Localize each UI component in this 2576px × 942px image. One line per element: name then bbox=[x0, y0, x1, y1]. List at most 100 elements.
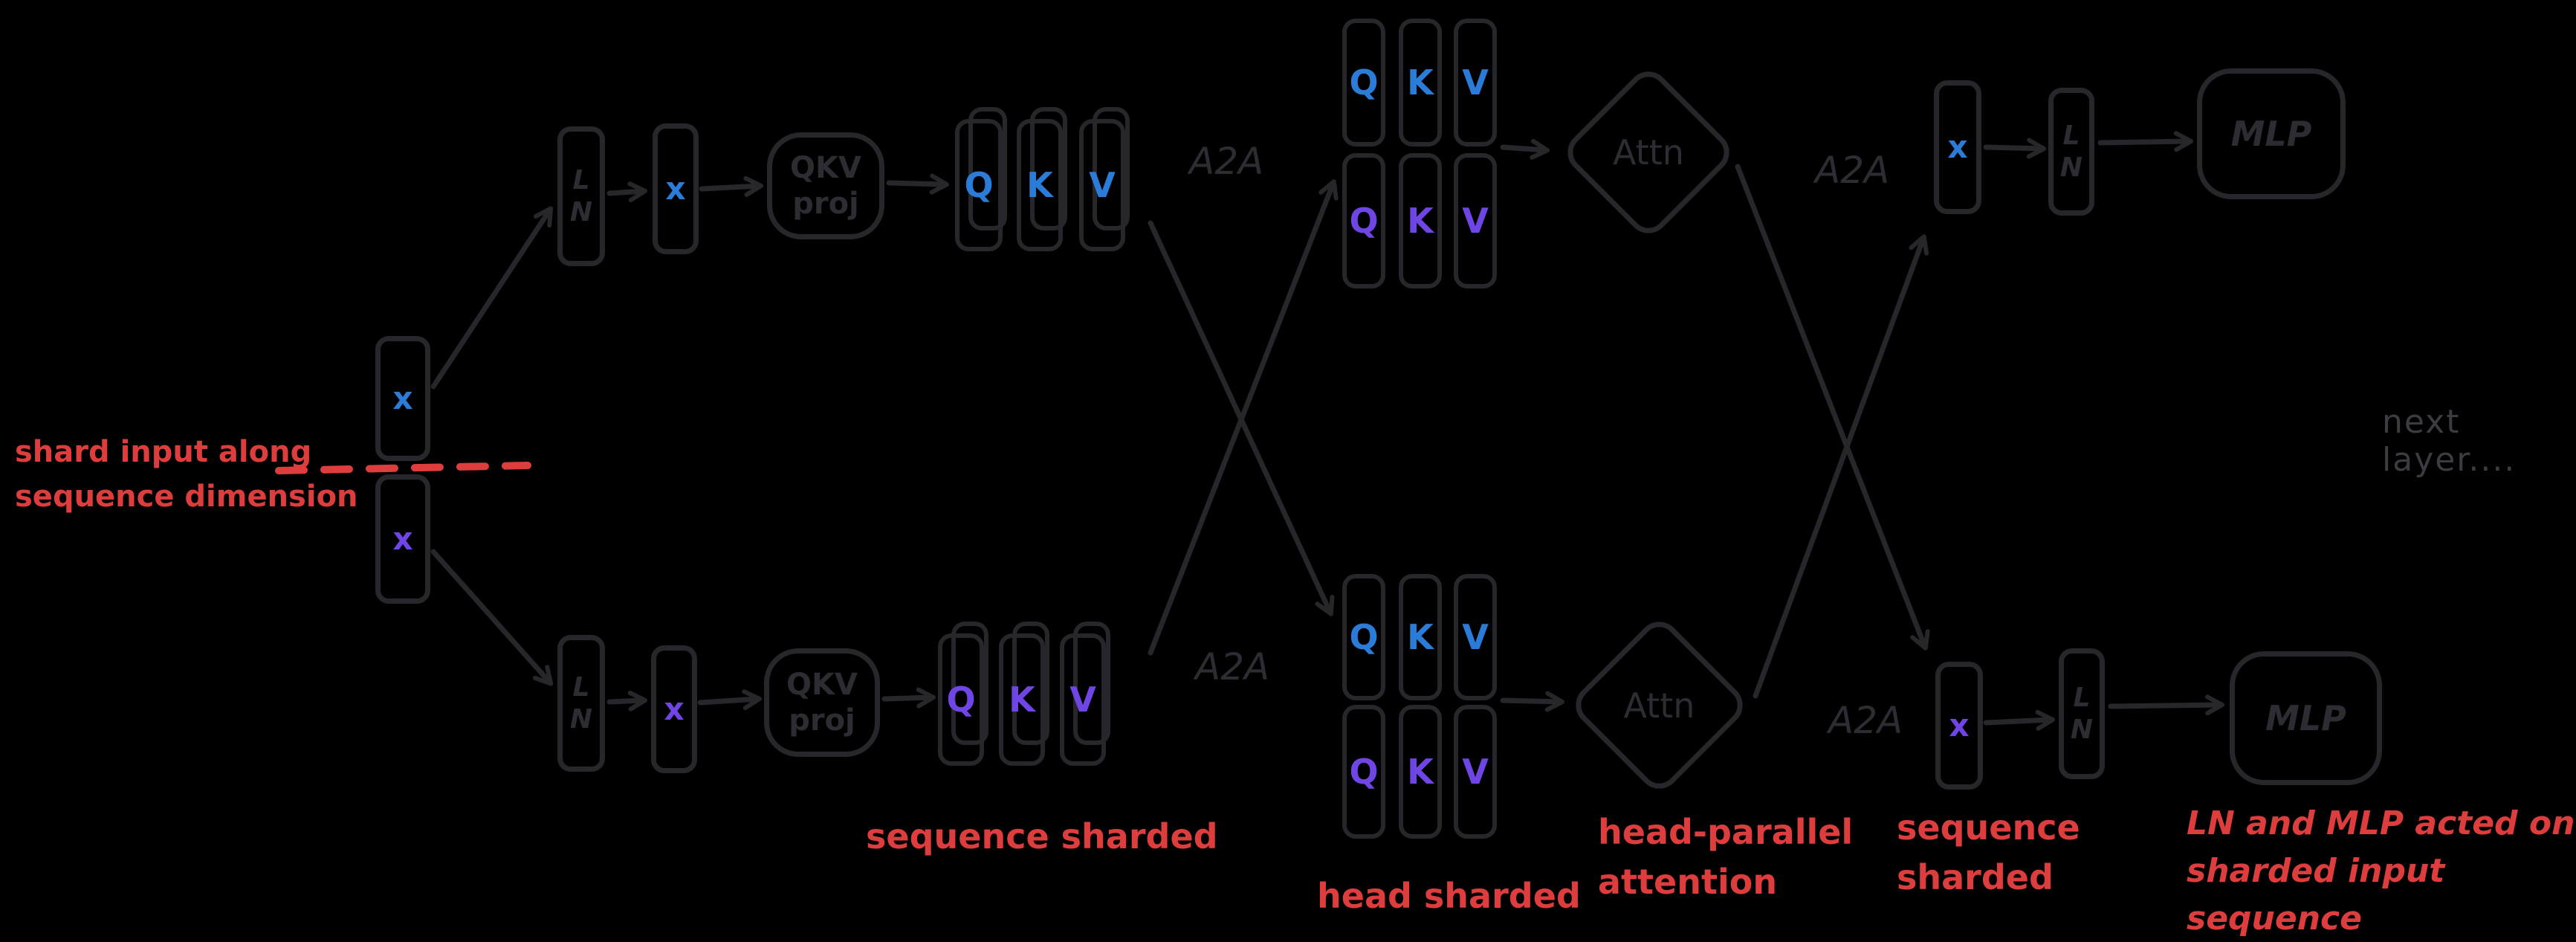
k-label: K bbox=[1407, 617, 1434, 657]
k-label: K bbox=[1026, 165, 1053, 205]
arrow-ln-to-mlp-top bbox=[2097, 131, 2193, 152]
x-box-right-bottom: x bbox=[1935, 662, 1983, 790]
head-sharded-label: head sharded bbox=[1317, 871, 1581, 921]
k-label: K bbox=[1009, 680, 1035, 720]
mlp-label: MLP bbox=[2230, 114, 2312, 154]
seq-shard-k-bottom: K bbox=[999, 622, 1049, 766]
ln-line1: L bbox=[2073, 682, 2091, 713]
sequence-sharded-right-line2: sharded bbox=[1897, 856, 2054, 897]
q-label: Q bbox=[1349, 201, 1379, 241]
qkv-proj-line2: proj bbox=[792, 187, 859, 221]
head-parallel-line1: head-parallel bbox=[1598, 812, 1854, 852]
head-shard-v-blue-top: V bbox=[1454, 19, 1497, 146]
x-box-right-top: x bbox=[1934, 80, 1981, 214]
x-label: x bbox=[1949, 707, 1970, 743]
v-label: V bbox=[1462, 62, 1489, 103]
ln-line2: N bbox=[2070, 714, 2094, 745]
arrow-ln-to-x-top bbox=[606, 181, 647, 203]
head-shard-k-purple-bottom: K bbox=[1399, 705, 1442, 839]
qkv-proj-box-bottom: QKV proj bbox=[764, 648, 880, 757]
ln-line2: N bbox=[569, 197, 593, 228]
q-label: Q bbox=[946, 680, 976, 720]
x-label: x bbox=[392, 380, 413, 416]
shard-input-line2: sequence dimension bbox=[15, 480, 358, 514]
arrow-qkvproj-to-stack-bottom bbox=[881, 687, 936, 709]
next-layer-label: next layer.... bbox=[2382, 403, 2517, 479]
head-shard-q-blue-top: Q bbox=[1342, 19, 1385, 146]
head-shard-v-purple-bottom: V bbox=[1454, 705, 1497, 839]
ln-line2: N bbox=[569, 704, 593, 735]
v-label: V bbox=[1462, 201, 1489, 241]
x-label: x bbox=[392, 520, 413, 557]
arrow-group-to-attn-top bbox=[1500, 138, 1550, 160]
x-label: x bbox=[664, 691, 685, 727]
x-label: x bbox=[1947, 129, 1968, 165]
input-shard-top: x bbox=[375, 336, 430, 461]
head-shard-k-blue-bottom: K bbox=[1399, 574, 1442, 700]
head-shard-q-blue-bottom: Q bbox=[1342, 574, 1385, 700]
ln-mlp-note-line1: LN and MLP acted on bbox=[2187, 804, 2575, 842]
mlp-label: MLP bbox=[2265, 698, 2346, 738]
head-parallel-attention-label: head-parallel attention bbox=[1598, 807, 1853, 906]
k-label: K bbox=[1407, 201, 1434, 241]
ln-line1: L bbox=[572, 164, 590, 196]
arrow-a2a-attn-bottom-to-x-top bbox=[1753, 234, 1929, 699]
a2a-label-right-bottom: A2A bbox=[1828, 699, 1903, 742]
sequence-sharded-left-text: sequence sharded bbox=[866, 816, 1218, 856]
input-shard-bottom: x bbox=[375, 474, 430, 604]
ln-line2: N bbox=[2059, 152, 2083, 183]
x-label: x bbox=[665, 170, 686, 207]
head-shard-q-purple-bottom: Q bbox=[1342, 705, 1385, 839]
v-label: V bbox=[1462, 752, 1489, 792]
arrow-group-to-attn-bottom bbox=[1500, 691, 1564, 712]
head-shard-k-purple-top: K bbox=[1399, 153, 1442, 288]
v-label: V bbox=[1069, 680, 1096, 720]
arrow-a2a-bottom-to-top-group bbox=[1148, 179, 1339, 656]
v-label: V bbox=[1089, 165, 1116, 205]
q-label: Q bbox=[964, 165, 994, 205]
a2a-label-left-top: A2A bbox=[1189, 140, 1264, 183]
arrow-x-to-qkvproj-bottom bbox=[697, 689, 762, 711]
ln-box-right-bottom: L N bbox=[2059, 648, 2105, 779]
head-shard-k-blue-top: K bbox=[1399, 19, 1442, 146]
arrow-x-to-qkvproj-top bbox=[699, 175, 763, 197]
seq-shard-k-top: K bbox=[1017, 107, 1067, 251]
shard-input-annotation: shard input along sequence dimension bbox=[15, 430, 358, 519]
sequence-sharded-right-line1: sequence bbox=[1897, 807, 2080, 848]
ln-box-right-top: L N bbox=[2048, 88, 2094, 216]
sequence-sharded-left-label: sequence sharded bbox=[866, 812, 1218, 862]
ln-line1: L bbox=[2062, 120, 2080, 151]
a2a-label-right-top: A2A bbox=[1815, 149, 1890, 192]
head-shard-q-purple-top: Q bbox=[1342, 153, 1385, 288]
v-label: V bbox=[1462, 617, 1489, 657]
mlp-box-bottom: MLP bbox=[2230, 651, 2382, 785]
arrow-ln-to-mlp-bottom bbox=[2108, 694, 2224, 716]
head-sharded-text: head sharded bbox=[1317, 876, 1581, 916]
arrow-qkvproj-to-stack-top bbox=[886, 173, 949, 195]
arrow-x-to-ln-right-top bbox=[1983, 138, 2046, 159]
arrow-ln-to-x-bottom bbox=[606, 690, 647, 712]
head-shard-v-purple-top: V bbox=[1454, 153, 1497, 288]
shard-input-line1: shard input along bbox=[15, 435, 312, 469]
seq-shard-q-bottom: Q bbox=[938, 622, 988, 766]
ln-mlp-note-label: LN and MLP acted on sharded input sequen… bbox=[2187, 800, 2576, 942]
qkv-proj-line1: QKV bbox=[790, 151, 861, 185]
shard-split-dashed-line bbox=[275, 462, 531, 474]
seq-shard-q-top: Q bbox=[955, 107, 1007, 251]
sequence-sharded-right-label: sequence sharded bbox=[1897, 803, 2080, 902]
mlp-box-top: MLP bbox=[2197, 68, 2346, 199]
seq-shard-v-bottom: V bbox=[1060, 622, 1110, 766]
head-parallel-line2: attention bbox=[1598, 861, 1778, 902]
attn-label: Attn bbox=[1623, 685, 1695, 726]
ln-line1: L bbox=[572, 671, 590, 703]
arrow-a2a-attn-top-to-x-bottom bbox=[1735, 164, 1930, 651]
qkv-proj-line2: proj bbox=[789, 703, 855, 738]
k-label: K bbox=[1407, 62, 1434, 103]
qkv-proj-line1: QKV bbox=[786, 668, 858, 702]
x-box-top: x bbox=[653, 123, 699, 254]
q-label: Q bbox=[1349, 752, 1379, 792]
arrow-x-to-ln-right-bottom bbox=[1983, 709, 2055, 731]
ln-box-bottom: L N bbox=[557, 635, 605, 772]
